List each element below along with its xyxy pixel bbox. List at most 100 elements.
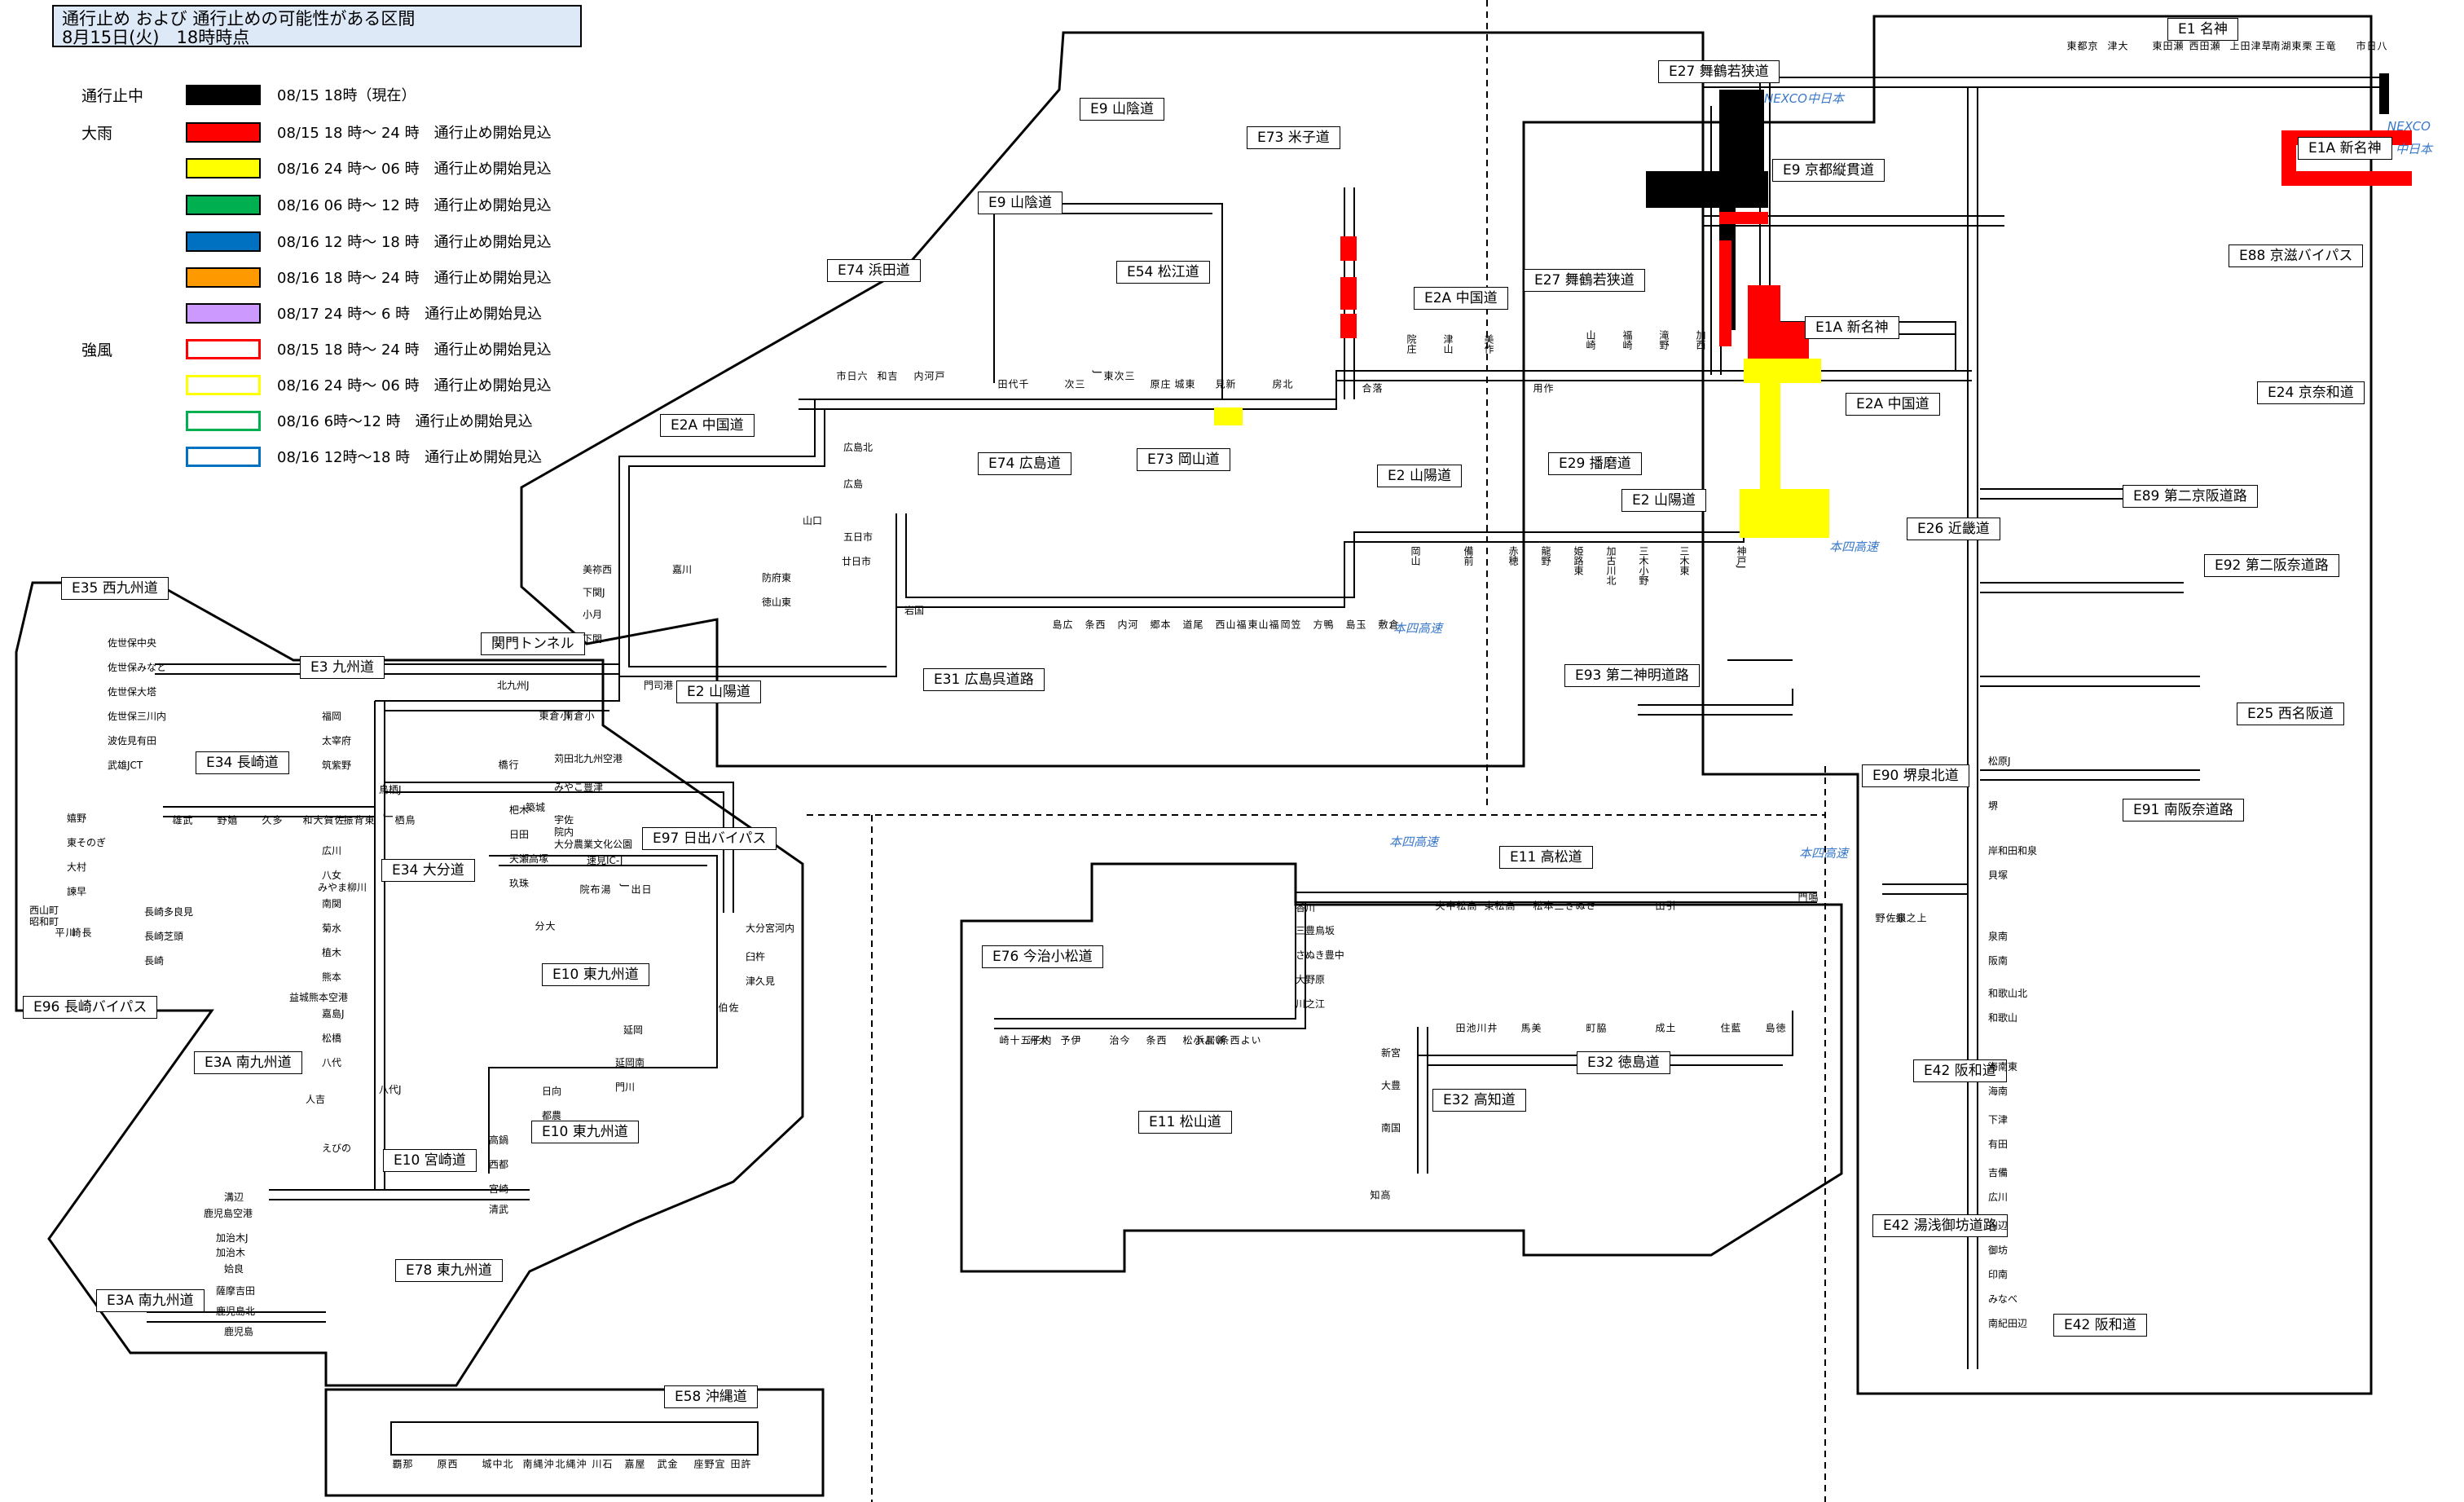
route-label-e88: E88 京滋バイパス	[2229, 244, 2364, 267]
station-name: 人吉	[306, 1094, 326, 1105]
station-name: 今治	[1108, 1035, 1130, 1045]
station-name: 築城	[526, 802, 546, 813]
closure-red-segments	[1340, 130, 2412, 367]
station-name: 北九州J	[497, 680, 530, 691]
route-label-e27: E27 舞鶴若狭道	[1658, 60, 1780, 83]
route-label-e2: E2 山陽道	[676, 681, 761, 703]
station-name: 徳島	[1764, 1023, 1786, 1033]
okinawa-outline	[324, 1388, 825, 1497]
station-name: 大分	[534, 921, 556, 931]
route-label-e74: E74 広島道	[978, 452, 1071, 475]
station-name: 笠岡	[1279, 619, 1301, 629]
station-name: 山崎	[1585, 330, 1596, 350]
station-name: 倉敷	[1377, 619, 1399, 629]
station-name: 速見IC-J	[587, 855, 623, 866]
station-name: 小倉南	[562, 711, 595, 720]
station-name: 井川池田	[1454, 1023, 1498, 1033]
station-name: 玖珠	[509, 878, 530, 889]
route-label-e3: E3 九州道	[300, 656, 385, 679]
route-label-e2a: E2A 中国道	[1846, 393, 1940, 416]
station-name: 姫路東	[1573, 546, 1584, 575]
route-label-e25: E25 西名阪道	[2237, 703, 2344, 725]
station-name: 日田	[509, 829, 530, 840]
station-name: 武雄	[171, 815, 193, 825]
station-name: 廿日市	[842, 556, 872, 567]
station-name: みやま柳川	[318, 882, 367, 893]
station-name: 三次東J	[1092, 371, 1135, 381]
station-name: 苅田北九州空港	[554, 753, 623, 764]
route-label-e90: E90 堺泉北道	[1862, 764, 1969, 787]
legend-text: 08/16 12時～18 時 通行止め開始見込	[277, 449, 543, 466]
station-name: 鳥栖J	[383, 815, 416, 825]
kinki-region-outline	[1701, 15, 2373, 1395]
station-name: 三次	[1063, 379, 1085, 389]
map-timestamp: 8月15日(火) 18時時点	[62, 28, 250, 47]
station-name: 加治木J	[216, 1232, 249, 1244]
station-name: 神戸J	[1736, 546, 1747, 569]
station-name: 菊水	[322, 923, 342, 934]
legend-swatch	[186, 84, 261, 105]
station-name: 京都東	[2066, 41, 2098, 51]
route-label-e42: E42 湯浅御坊道路	[1872, 1214, 2008, 1237]
legend-swatch	[186, 121, 261, 143]
station-name: 広島	[843, 478, 864, 490]
station-name: 鴨方	[1312, 619, 1334, 629]
legend-text: 08/16 24 時～ 06 時 通行止め開始見込	[277, 161, 552, 178]
station-name: いよ西条	[1218, 1035, 1261, 1045]
station-name: 瀬田西	[2188, 41, 2220, 51]
station-name: 大分宮河内	[746, 923, 795, 934]
station-name: 清武	[489, 1204, 509, 1215]
nexco-note: NEXCO	[2387, 119, 2431, 134]
station-name: 佐世保大塔	[108, 686, 157, 698]
station-name: 大村	[67, 861, 87, 873]
station-name: 西条	[1145, 1035, 1167, 1045]
station-name: 下津	[1988, 1114, 2009, 1125]
kanmon-tunnel-label: 関門トンネル	[481, 632, 585, 655]
legend-row: 08/16 12時～18 時 通行止め開始見込	[81, 443, 542, 469]
legend-text: 08/16 06 時～ 12 時 通行止め開始見込	[277, 197, 552, 214]
station-name: 筑紫野	[322, 760, 352, 771]
map-title-box: 通行止め および 通行止めの可能性がある区間 8月15日(火) 18時時点	[52, 5, 582, 47]
station-name: 津山	[1442, 334, 1454, 354]
route-label-e73: E73 岡山道	[1137, 448, 1230, 471]
station-name: 戸河内	[913, 371, 945, 381]
closure-black-segments	[1646, 73, 2389, 330]
station-name: 美馬	[1520, 1023, 1542, 1033]
station-name: 西山町	[29, 905, 59, 916]
station-name: 美作	[1483, 334, 1494, 354]
station-name: 大野原	[1296, 974, 1326, 985]
legend-swatch	[186, 231, 261, 252]
station-name: 庄原	[1149, 379, 1171, 389]
station-name: 宇佐	[554, 814, 574, 826]
legend-row: 08/16 12 時～ 18 時 通行止め開始見込	[81, 228, 552, 254]
station-name: 長崎芝頭	[144, 931, 184, 942]
station-name: 三木小野	[1638, 546, 1649, 585]
station-name: 藍住	[1719, 1023, 1741, 1033]
station-name: 鳥栖J	[379, 784, 402, 795]
station-name: 福岡	[322, 711, 342, 722]
station-name: 長崎多良見	[144, 906, 194, 918]
station-name: 川平	[54, 927, 76, 937]
station-name: 防府東	[762, 572, 792, 584]
station-name: 吉和	[876, 371, 898, 381]
station-name: 高松東	[1483, 901, 1516, 910]
station-name: 新見	[1214, 379, 1236, 389]
station-name: 小月	[583, 609, 603, 620]
station-name: 福山東	[1247, 619, 1279, 629]
station-name: 玉島	[1344, 619, 1366, 629]
station-name: 西条	[1084, 619, 1106, 629]
station-name: 備前	[1463, 546, 1474, 566]
station-name: 広島	[1051, 619, 1073, 629]
station-name: 金武	[656, 1459, 678, 1469]
route-label-e92: E92 第二阪奈道路	[2204, 554, 2339, 577]
legend-text: 08/16 12 時～ 18 時 通行止め開始見込	[277, 234, 552, 251]
station-name: 山口	[803, 515, 823, 526]
station-name: 高知	[1369, 1190, 1391, 1200]
nexco-central-note: NEXCO中日本	[1764, 91, 1844, 106]
legend-text: 08/17 24 時～ 6 時 通行止め開始見込	[277, 306, 543, 323]
station-name: 武雄JCT	[108, 760, 143, 771]
legend-row: 08/16 18 時～ 24 時 通行止め開始見込	[81, 264, 552, 290]
station-name: 福崎	[1621, 330, 1633, 350]
station-name: 美祢西	[583, 564, 613, 575]
legend-swatch	[186, 410, 261, 431]
